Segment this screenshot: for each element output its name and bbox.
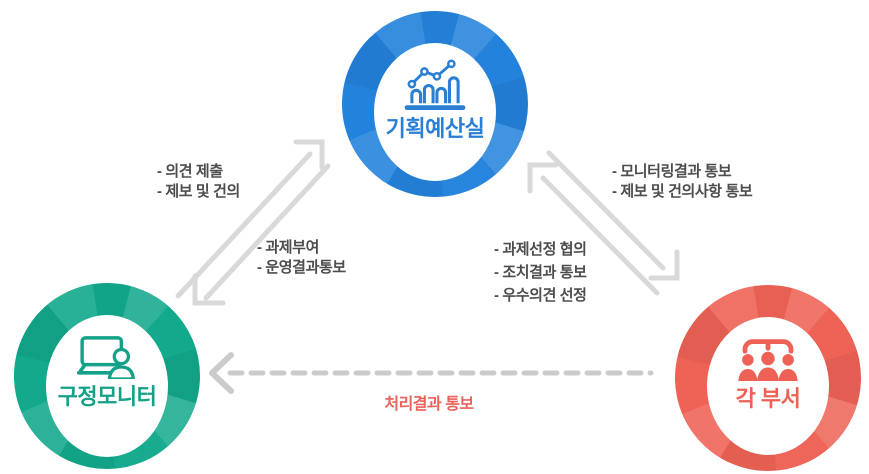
node-dept: 각 부서: [675, 285, 861, 471]
org-people-icon: [738, 339, 798, 381]
edge-label-line: - 제보 및 건의사항 통보: [612, 183, 753, 200]
node-plan: 기획예산실: [342, 11, 528, 197]
arrowhead-down-right-icon: [648, 249, 680, 281]
edge-label-line: - 우수의견 선정: [494, 287, 587, 304]
edge-label-line: - 과제선정 협의: [494, 241, 587, 258]
arrow-monitor-to-plan: [175, 139, 325, 299]
dept-inner-circle: 각 부서: [707, 317, 829, 455]
dept-title: 각 부서: [735, 386, 801, 411]
arrow-dept-to-plan: [527, 162, 660, 296]
arrowhead-up-right-icon: [293, 139, 325, 171]
plan-inner-circle: 기획예산실: [374, 43, 496, 181]
bar-chart-icon: [404, 59, 466, 111]
edge-label-line: - 의견 제출: [157, 163, 223, 180]
arrowhead-down-left-icon: [192, 273, 226, 306]
arrow-plan-to-monitor: [192, 163, 331, 306]
edge-label-line: - 제보 및 건의: [157, 183, 240, 200]
edge-label-plan-to-monitor: - 과제부여 - 운영결과통보: [257, 238, 346, 278]
edge-label-line: - 과제부여: [257, 239, 319, 256]
monitor-inner-circle: 구정모니터: [46, 315, 168, 457]
edge-label-dept-to-monitor: 처리결과 통보: [384, 396, 474, 413]
edge-label-monitor-to-plan: - 의견 제출 - 제보 및 건의: [157, 162, 240, 202]
arrow-plan-to-dept: [546, 150, 680, 281]
monitor-title: 구정모니터: [57, 384, 157, 409]
arrowhead-left-icon: [209, 352, 234, 394]
plan-title: 기획예산실: [385, 116, 485, 141]
edge-label-line: - 모니터링결과 통보: [612, 163, 732, 180]
edge-label-line: - 운영결과통보: [257, 259, 346, 276]
monitor-user-icon: [77, 336, 135, 379]
arrow-dept-to-monitor-dashed: [209, 352, 654, 394]
arrowhead-up-left-icon: [527, 162, 559, 194]
node-monitor: 구정모니터: [14, 283, 200, 469]
edge-label-dept-to-plan: - 과제선정 협의 - 조치결과 통보 - 우수의견 선정: [494, 238, 587, 307]
edge-label-plan-to-dept: - 모니터링결과 통보 - 제보 및 건의사항 통보: [612, 162, 753, 202]
edge-label-line: - 조치결과 통보: [494, 264, 587, 281]
